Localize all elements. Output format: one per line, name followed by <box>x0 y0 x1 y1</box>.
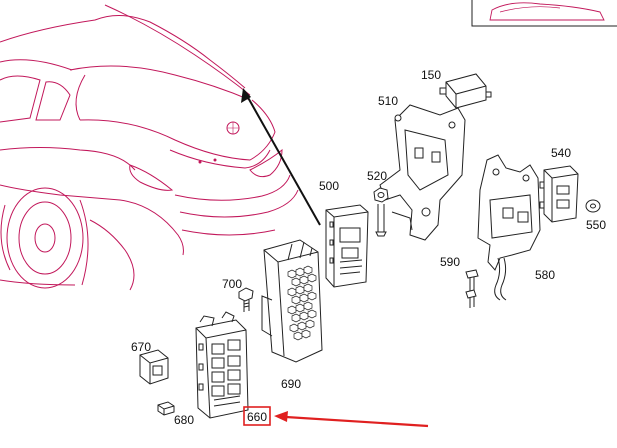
callout-580: 580 <box>535 268 555 282</box>
part-690-frame <box>261 239 323 363</box>
callout-690: 690 <box>281 377 301 391</box>
part-670-relay <box>139 349 169 385</box>
callout-150: 150 <box>421 68 441 82</box>
car-body-illustration <box>0 4 299 291</box>
callout-510: 510 <box>378 94 398 108</box>
callout-520: 520 <box>367 169 387 183</box>
part-500-control-unit <box>325 204 369 288</box>
honeycomb-pattern <box>287 265 317 341</box>
part-520-nut <box>373 187 389 237</box>
callout-540: 540 <box>551 146 571 160</box>
part-550-washer <box>585 199 601 213</box>
callout-670: 670 <box>131 340 151 354</box>
callout-500: 500 <box>319 179 339 193</box>
highlight-arrow-icon <box>274 411 429 428</box>
callout-labels: 150 510 520 500 540 550 590 580 700 670 … <box>131 68 606 427</box>
callout-590: 590 <box>440 255 460 269</box>
part-150-module <box>439 73 492 109</box>
callout-700: 700 <box>222 277 242 291</box>
part-590-screws <box>465 269 479 308</box>
part-510-bracket <box>379 104 466 241</box>
part-680-fuse <box>157 401 175 416</box>
inset-thumbnail <box>471 0 617 27</box>
callout-550: 550 <box>586 218 606 232</box>
part-700-bolt <box>238 287 254 312</box>
part-540-module <box>539 165 579 223</box>
part-580-bracket <box>477 154 541 301</box>
callout-660: 660 <box>247 410 267 424</box>
part-660-fuse-box <box>195 311 249 419</box>
arrow-icon <box>241 88 321 226</box>
callout-680: 680 <box>174 413 194 427</box>
callout-660-highlighted: 660 <box>243 406 271 426</box>
